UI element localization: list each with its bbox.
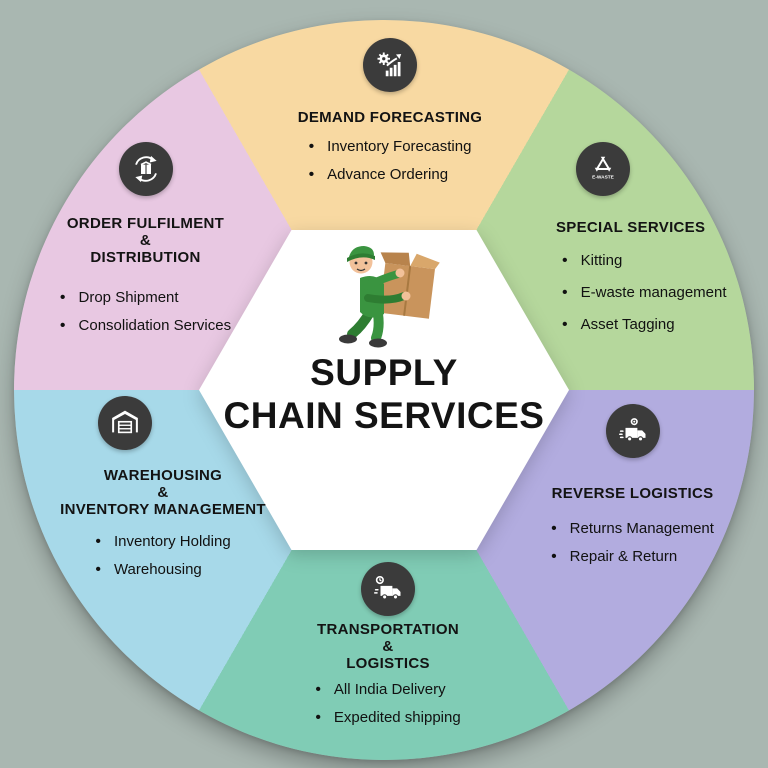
bullet-dot: • [59,289,66,307]
segment-title: ORDER FULFILMENT & DISTRIBUTION [66,215,225,266]
list-item-text: Kitting [580,251,623,269]
list-item: • All India Delivery [315,680,460,700]
list-item: • Consolidation Services [60,316,231,336]
bullet-dot: • [562,315,568,333]
list-item-text: Warehousing [113,561,202,579]
bullet-dot: • [551,547,557,565]
truck-clock-icon [361,562,415,616]
list-item-text: All India Delivery [333,681,446,699]
segment-item-list: • Returns Management • Repair & Return [551,519,714,575]
list-item-text: Inventory Forecasting [327,137,472,155]
segment-title: DEMAND FORECASTING [297,109,483,126]
list-item: • E-waste management [562,283,748,303]
bullet-dot: • [562,283,568,301]
package-recycle-icon [118,142,173,196]
bullet-dot: • [59,317,66,335]
segment-item-list: • All India Delivery • Expedited shipping [315,680,460,736]
svg-text:E-WASTE: E-WASTE [592,175,614,181]
list-item: • Asset Tagging [562,315,748,335]
segment-item-list: • Drop Shipment • Consolidation Services [60,288,231,344]
list-item: • Kitting [562,251,748,271]
e-waste-recycle-icon: E-WASTE [576,142,630,196]
segment-title: WAREHOUSING & INVENTORY MANAGEMENT [60,467,266,518]
segment-warehousing-inventory-management: WAREHOUSING & INVENTORY MANAGEMENT • Inve… [38,396,288,588]
list-item-text: Consolidation Services [78,317,232,335]
segment-special-services: E-WASTE SPECIAL SERVICES • Kitting • E-was… [548,142,748,347]
segment-title: TRANSPORTATION & LOGISTICS [317,621,459,672]
segment-title: SPECIAL SERVICES [556,219,706,236]
warehouse-icon [98,396,152,450]
segment-title: REVERSE LOGISTICS [551,485,714,502]
list-item-text: Repair & Return [569,547,678,565]
list-item-text: Asset Tagging [580,315,675,333]
list-item-text: Drop Shipment [78,289,179,307]
bullet-dot: • [562,251,568,269]
segment-order-fulfilment-distribution: ORDER FULFILMENT & DISTRIBUTION • Drop Sh… [38,142,253,344]
list-item-text: Returns Management [569,519,714,537]
bullet-dot: • [308,137,315,155]
segment-item-list: • Kitting • E-waste management • Asset Tagg… [548,251,748,335]
bullet-dot: • [315,681,321,699]
segment-item-list: • Inventory Forecasting • Advance Ordering [309,137,472,193]
list-item-text: Inventory Holding [113,533,231,551]
segment-reverse-logistics: REVERSE LOGISTICS • Returns Management • R… [530,404,735,575]
gear-chart-icon [363,38,417,92]
list-item: • Repair & Return [551,547,714,567]
bullet-dot: • [95,561,101,579]
truck-location-icon [605,404,660,458]
list-item: • Drop Shipment [60,288,231,308]
bullet-dot: • [551,519,557,537]
list-item-text: Expedited shipping [333,709,461,727]
list-item-text: Advance Ordering [327,165,449,183]
list-item-text: E-waste management [580,283,727,301]
list-item: • Inventory Forecasting [309,137,472,157]
segment-demand-forecasting: DEMAND FORECASTING • Inventory Forecastin… [210,38,570,193]
list-item: • Expedited shipping [315,708,460,728]
center-title: SUPPLY CHAIN SERVICES [223,352,545,436]
bullet-dot: • [315,709,321,727]
bullet-dot: • [308,165,315,183]
segment-item-list: • Inventory Holding • Warehousing [95,532,230,588]
bullet-dot: • [95,533,101,551]
list-item: • Returns Management [551,519,714,539]
segment-transportation-logistics: TRANSPORTATION & LOGISTICS • All India De… [288,562,488,736]
list-item: • Advance Ordering [309,165,472,185]
list-item: • Warehousing [95,560,230,580]
list-item: • Inventory Holding [95,532,230,552]
worker-carrying-box-illustration [339,246,440,348]
